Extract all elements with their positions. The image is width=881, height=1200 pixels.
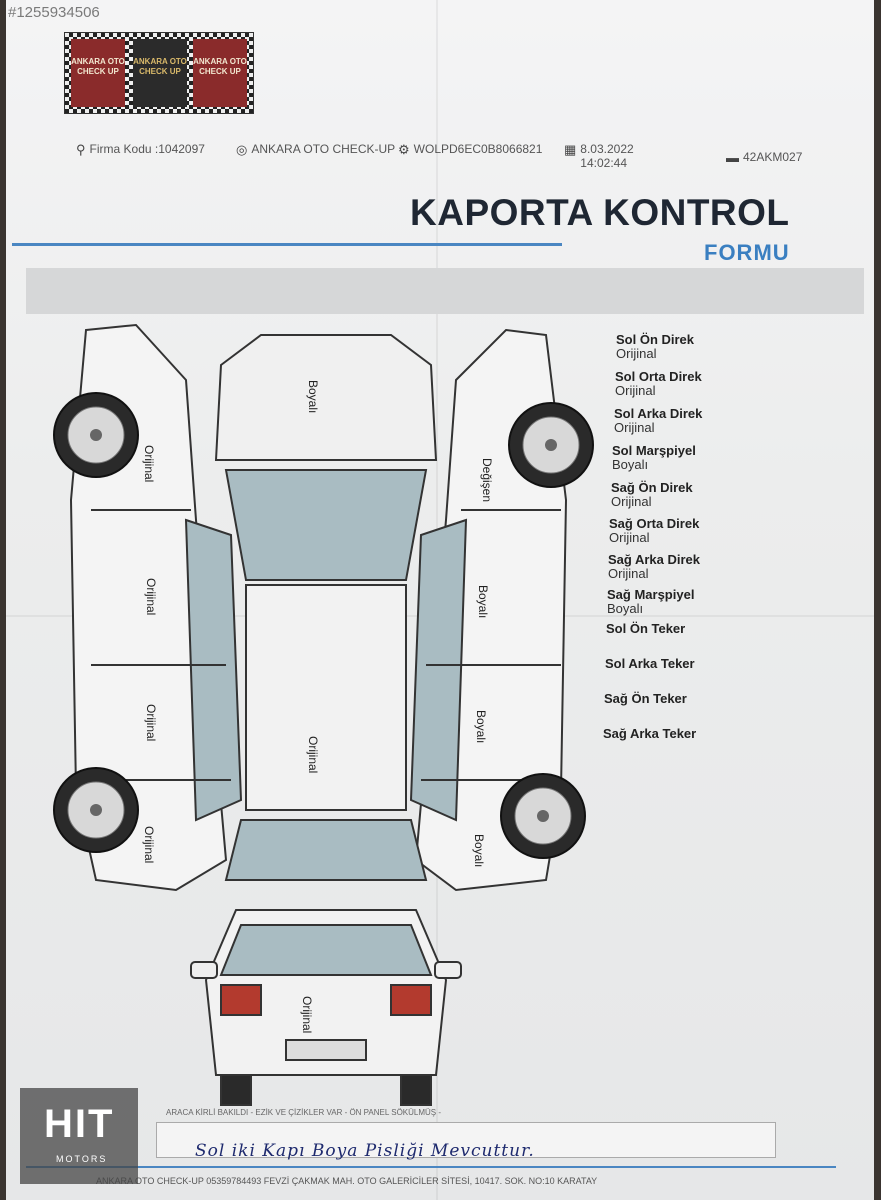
vin-text: WOLPD6EC0B8066821: [413, 142, 543, 156]
vin: ⚙ WOLPD6EC0B8066821: [398, 142, 542, 158]
car-rear-diagram: [190, 909, 462, 1106]
company-text: ANKARA OTO CHECK-UP: [251, 142, 396, 156]
notes-section: ARACA KİRLİ BAKILDI - EZİK VE ÇİZİKLER V…: [156, 1108, 776, 1161]
label-right-rear-door: Boyalı: [474, 710, 488, 744]
label-roof: Orijinal: [306, 736, 320, 774]
calendar-icon: ▦: [564, 142, 577, 157]
info-row: ⚲ Firma Kodu :1042097 ◎ ANKARA OTO CHECK…: [76, 142, 836, 182]
stamp-right: ANKARA OTO CHECK UP: [193, 39, 247, 107]
footer-line: [26, 1166, 836, 1168]
plate-text: 42AKM027: [743, 150, 803, 164]
listing-id: #1255934506: [8, 4, 100, 21]
car-body-diagram: [53, 323, 594, 892]
gear-icon: ⚙: [398, 142, 410, 157]
label-right-fender: Değişen: [480, 458, 494, 503]
title-underline: [12, 243, 562, 246]
time-text: 14:02:44: [580, 156, 628, 170]
part-item: Sağ Ön Teker: [604, 691, 687, 706]
part-item: Sağ Arka Teker: [603, 726, 697, 741]
label-right-rear-fender: Boyalı: [472, 834, 486, 868]
label-left-fender: Orijinal: [142, 445, 156, 483]
notes-box: Sol iki Kapı Boya Pisliği Mevcuttur.: [156, 1122, 776, 1161]
firm-code-text: Firma Kodu :1042097: [89, 142, 205, 156]
footer-address: ANKARA OTO CHECK-UP 05359784493 FEVZİ ÇA…: [96, 1176, 598, 1186]
part-item: Sol Arka Teker: [605, 656, 695, 671]
date-time: ▦ 8.03.2022 14:02:44: [564, 142, 634, 170]
label-hood: Boyalı: [306, 380, 320, 414]
label-left-rear-fender: Orijinal: [142, 826, 156, 864]
label-right-front-door: Boyalı: [476, 585, 490, 619]
date-time-stack: 8.03.2022 14:02:44: [580, 142, 633, 170]
form-subtitle: FORMU: [704, 240, 790, 265]
label-left-front-door: Orijinal: [144, 578, 158, 616]
handwritten-note: Sol iki Kapı Boya Pisliği Mevcuttur.: [195, 1141, 535, 1161]
company-stamp: ANKARA OTO CHECK UP ANKARA OTO CHECK UP …: [64, 32, 254, 114]
steering-wheel-icon: ◎: [236, 142, 248, 157]
date-text: 8.03.2022: [580, 142, 634, 156]
location-pin-icon: ⚲: [76, 142, 86, 157]
label-trunk: Orijinal: [300, 996, 314, 1034]
firm-code: ⚲ Firma Kodu :1042097: [76, 142, 205, 158]
license-plate-icon: ▬: [726, 150, 739, 165]
form-title: KAPORTA KONTROL: [410, 192, 790, 233]
stamp-left: ANKARA OTO CHECK UP: [71, 39, 125, 107]
label-left-rear-door: Orijinal: [144, 704, 158, 742]
notes-header: ARACA KİRLİ BAKILDI - EZİK VE ÇİZİKLER V…: [166, 1108, 442, 1117]
hit-motors-logo: HIT MOTORS: [20, 1088, 138, 1184]
header-band: [26, 268, 864, 314]
plate: ▬ 42AKM027: [726, 150, 802, 165]
logo-subtext: MOTORS: [56, 1154, 108, 1164]
inspection-form-paper: ANKARA OTO CHECK UP ANKARA OTO CHECK UP …: [6, 0, 874, 1200]
logo-text: HIT: [44, 1102, 115, 1146]
company: ◎ ANKARA OTO CHECK-UP: [236, 142, 395, 158]
stamp-middle: ANKARA OTO CHECK UP: [133, 39, 187, 107]
part-item: Sol Ön Teker: [606, 621, 686, 636]
